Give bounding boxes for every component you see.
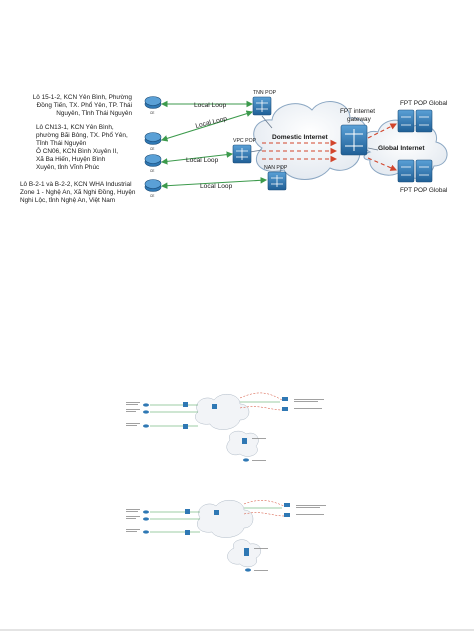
nan-pop-switch [267,171,287,191]
ce-label-2: CE [150,147,154,151]
site-2-line-3: Tỉnh Thái Nguyên [36,140,87,147]
fpt-pop-global-switch-1 [397,109,433,133]
local-loop-label-1: Local Loop [194,102,227,109]
ce-label-1: CE [150,111,154,115]
vpc-pop-label: VPC POP [233,138,257,144]
thumbnail-diagram-2 [126,500,326,572]
local-loop-links [160,100,268,189]
site-address-1: Lô 15-1-2, KCN Yên Bình, Phường Đồng Tiế… [20,94,132,118]
global-traffic-arrows [367,123,398,171]
ce-router-3: CE [144,154,162,173]
site-3-line-2: Xã Ba Hiến, Huyện Bình [36,156,106,163]
site-address-3: Ô CN06, KCN Bình Xuyên II, Xã Ba Hiến, H… [36,148,136,172]
gateway-label-line2: gateway [347,116,372,123]
site-2-line-1: Lô CN13-1, KCN Yên Bình, [36,124,114,131]
local-loop-label-2: Local Loop [195,115,228,130]
site-address-2: Lô CN13-1, KCN Yên Bình, phường Bãi Bông… [36,124,136,148]
ce-label-4: CE [150,194,154,198]
site-4-line-1: Lô B-2-1 và B-2-2, KCN WHA Industrial [20,181,132,188]
site-4-line-3: Nghi Lộc, tỉnh Nghệ An, Việt Nam [20,197,116,204]
nan-pop-label: NAN POP [264,165,288,171]
site-3-line-3: Xuyên, tỉnh Vĩnh Phúc [36,164,100,171]
ce-router-1: CE [144,96,162,115]
site-1-line-1: Lô 15-1-2, KCN Yên Bình, Phường [32,94,132,101]
ce-label-3: CE [150,169,154,173]
local-loop-label-4: Local Loop [200,183,233,190]
fpt-pop-global-label-1: FPT POP Global [400,100,447,107]
gateway-label-line1: FPT internet [340,108,375,115]
fpt-pop-global-label-2: FPT POP Global [400,187,447,194]
fpt-pop-global-switch-2 [397,159,433,183]
tnn-pop-label: TNN POP [253,90,277,96]
site-2-line-2: phường Bãi Bông, TX. Phổ Yên, [36,132,128,139]
site-1-line-3: Nguyên, Tỉnh Thái Nguyên [56,110,132,117]
global-internet-label: Global Internet [378,145,425,152]
domestic-internet-label: Domestic Internet [272,134,328,141]
site-1-line-2: Đồng Tiến, TX. Phổ Yên, TP. Thái [36,102,132,109]
thumbnail-diagram-1 [126,392,324,462]
ce-router-4: CE [144,179,162,198]
local-loop-label-3: Local Loop [186,157,219,164]
ce-router-2: CE [144,132,162,151]
vpc-pop-switch [232,144,252,164]
tnn-pop-switch [252,96,272,116]
site-address-4: Lô B-2-1 và B-2-2, KCN WHA Industrial Zo… [20,181,140,205]
fpt-gateway-switch [340,124,368,156]
site-4-line-2: Zone 1 - Nghệ An, Xã Nghi Đồng, Huyện [20,189,136,196]
domestic-traffic-arrows [262,139,338,163]
site-3-line-1: Ô CN06, KCN Bình Xuyên II, [36,148,119,155]
